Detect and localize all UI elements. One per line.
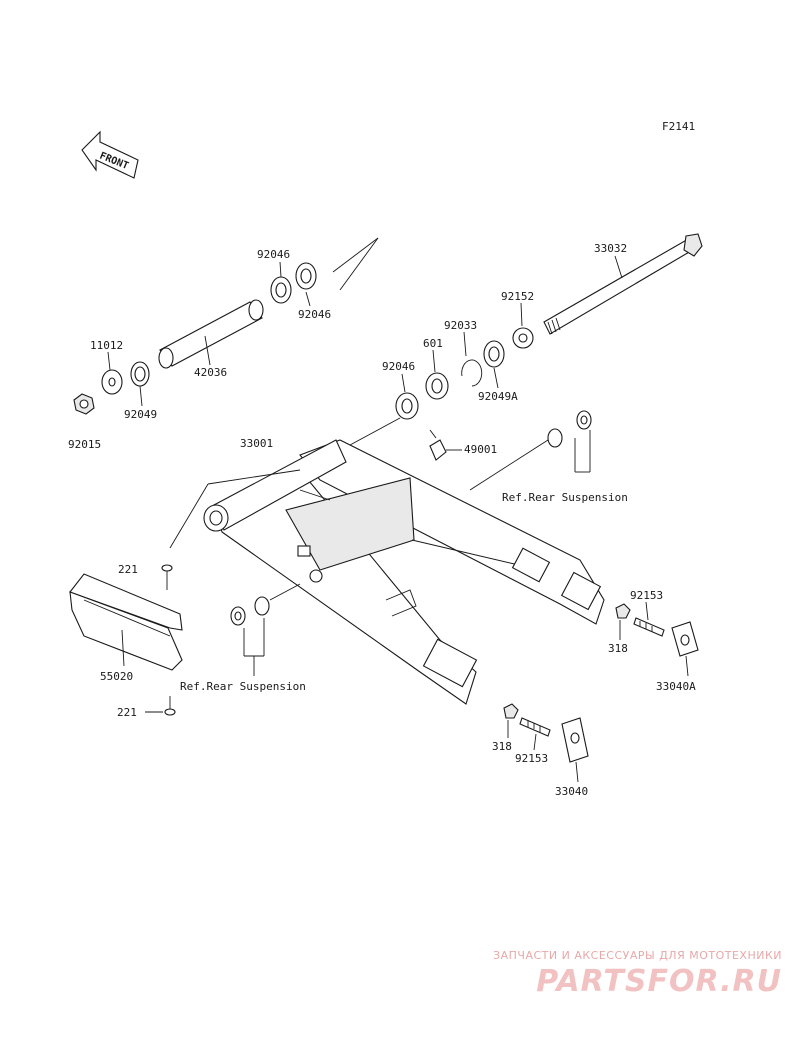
part-33032-axle — [543, 233, 703, 335]
watermark-logo: PARTSFOR.RU — [536, 964, 782, 999]
callout-11012: 11012 — [90, 339, 123, 352]
part-92015-nut — [73, 393, 95, 415]
callout-92015: 92015 — [68, 438, 101, 451]
part-92153-bolt-upper — [633, 617, 665, 637]
part-92049a-seal — [483, 340, 505, 368]
callout-92046-top: 92046 — [257, 248, 290, 261]
callout-92033: 92033 — [444, 319, 477, 332]
callout-33040a: 33040A — [656, 680, 696, 693]
callout-318-upper: 318 — [608, 642, 628, 655]
callout-33040: 33040 — [555, 785, 588, 798]
callout-33032: 33032 — [594, 242, 627, 255]
callout-318-lower: 318 — [492, 740, 512, 753]
part-33040-adjuster-block — [561, 717, 589, 763]
part-55020-chain-guard — [69, 573, 183, 671]
part-318-nut-lower — [503, 703, 519, 719]
part-92033-circlip — [461, 359, 483, 387]
part-92046-bearing-top-left — [270, 276, 292, 304]
front-arrow-icon: FRONT — [81, 130, 139, 179]
part-318-nut-upper — [615, 603, 631, 619]
part-33040a-adjuster-block — [671, 621, 699, 657]
callout-221-top: 221 — [118, 563, 138, 576]
watermark: ЗАПЧАСТИ И АКСЕССУАРЫ ДЛЯ МОТОТЕХНИКИ PA… — [493, 949, 782, 999]
part-92046-bearing-mid — [395, 392, 419, 420]
part-11012-washer — [101, 369, 123, 395]
callout-92153-upper: 92153 — [630, 589, 663, 602]
callout-49001: 49001 — [464, 443, 497, 456]
callout-55020: 55020 — [100, 670, 133, 683]
part-33001-swingarm — [203, 439, 605, 705]
part-92049-seal — [130, 361, 150, 387]
callout-92049a: 92049A — [478, 390, 518, 403]
callout-92046-second: 92046 — [298, 308, 331, 321]
callout-92153-lower: 92153 — [515, 752, 548, 765]
callout-92046-mid: 92046 — [382, 360, 415, 373]
watermark-tagline: ЗАПЧАСТИ И АКСЕССУАРЫ ДЛЯ МОТОТЕХНИКИ — [493, 949, 782, 962]
part-suspension-bushing-upper — [547, 410, 592, 448]
part-92152-collar — [512, 327, 534, 349]
callout-42036: 42036 — [194, 366, 227, 379]
part-221-screw-top — [161, 564, 173, 590]
ref-rear-suspension-upper: Ref.Rear Suspension — [502, 491, 628, 504]
part-49001-fitting — [429, 429, 447, 461]
part-601-bearing — [425, 372, 449, 400]
ref-rear-suspension-lower: Ref.Rear Suspension — [180, 680, 306, 693]
diagram-code: F2141 — [662, 120, 695, 133]
callout-92152: 92152 — [501, 290, 534, 303]
callout-33001: 33001 — [240, 437, 273, 450]
callout-221-bottom: 221 — [117, 706, 137, 719]
callout-92049: 92049 — [124, 408, 157, 421]
part-92046-bearing-top-right — [295, 262, 317, 290]
part-221-screw-bottom — [164, 696, 176, 716]
callout-601: 601 — [423, 337, 443, 350]
part-92153-bolt-lower — [519, 717, 551, 737]
part-42036-sleeve — [158, 299, 264, 369]
part-suspension-bushing-lower — [230, 596, 270, 626]
